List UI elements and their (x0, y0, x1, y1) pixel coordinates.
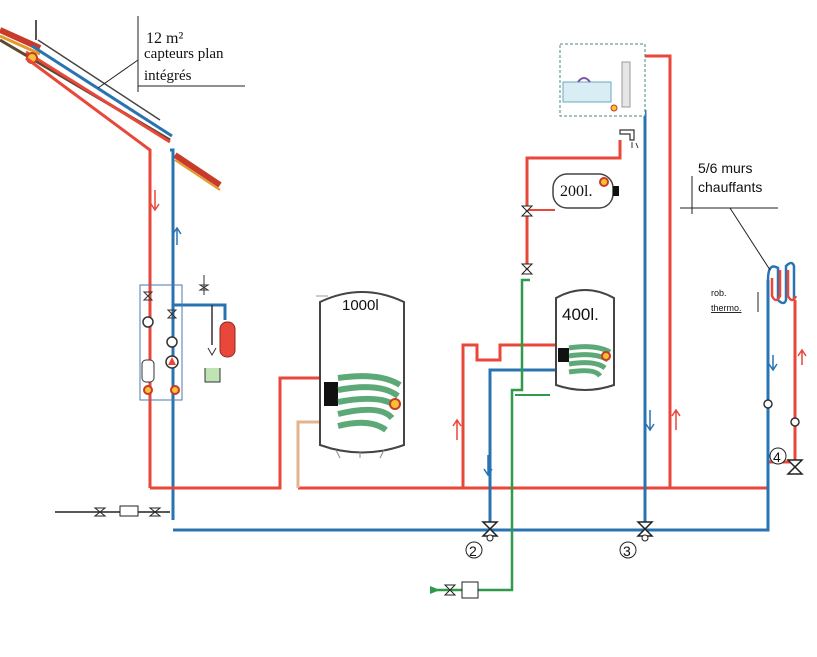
bathroom-box (559, 43, 646, 117)
roof-collector (0, 20, 222, 191)
expansion-vessel (219, 321, 236, 358)
tank-1000-beige-return (296, 420, 320, 488)
hot-riser-to-top (645, 54, 672, 488)
thermostatic-valve-line2: thermo. (711, 303, 742, 313)
valve-3-number: 3 (623, 543, 631, 559)
valve-4-number: 4 (773, 449, 781, 465)
inlet-valves (93, 505, 162, 517)
tank-1000 (316, 291, 405, 459)
walls-label-line1: 5/6 murs (698, 160, 752, 176)
three-way-valve-2 (481, 521, 499, 542)
network-inlet (430, 581, 479, 599)
expansion-group (198, 275, 236, 383)
cold-lines (55, 110, 770, 532)
three-way-valve-4 (786, 459, 804, 475)
valve-number-markers: 2 3 4 (465, 447, 787, 559)
thermostatic-valve-line1: rob. (711, 288, 727, 298)
three-way-valve-3 (636, 521, 654, 542)
tank-400 (555, 289, 615, 391)
tank-200 (552, 173, 619, 209)
pump-group (139, 284, 183, 401)
small-valves (520, 205, 534, 275)
walls-label-line2: chauffants (698, 179, 762, 195)
tank-200-label: 200l. (560, 183, 592, 200)
collector-area-label: 12 m² (146, 30, 183, 47)
collector-desc-line2: intégrés (144, 68, 192, 84)
collector-loop-pipes (25, 56, 227, 520)
riser-to-tank-400 (461, 343, 556, 488)
valve-2-number: 2 (469, 543, 477, 559)
network-water-line (430, 278, 530, 592)
tank-1000-label: 1000l (342, 297, 379, 314)
walls-annotation: 5/6 murs chauffants rob. thermo. (680, 160, 778, 313)
collector-desc-line1: capteurs plan (144, 46, 224, 62)
hot-main-line (150, 376, 320, 490)
tank-400-label: 400l. (562, 305, 599, 324)
collector-annotation: 12 m² capteurs plan intégrés (97, 16, 245, 92)
heating-walls (763, 261, 800, 427)
faucet-icon (619, 129, 639, 149)
flow-arrows (150, 190, 807, 477)
